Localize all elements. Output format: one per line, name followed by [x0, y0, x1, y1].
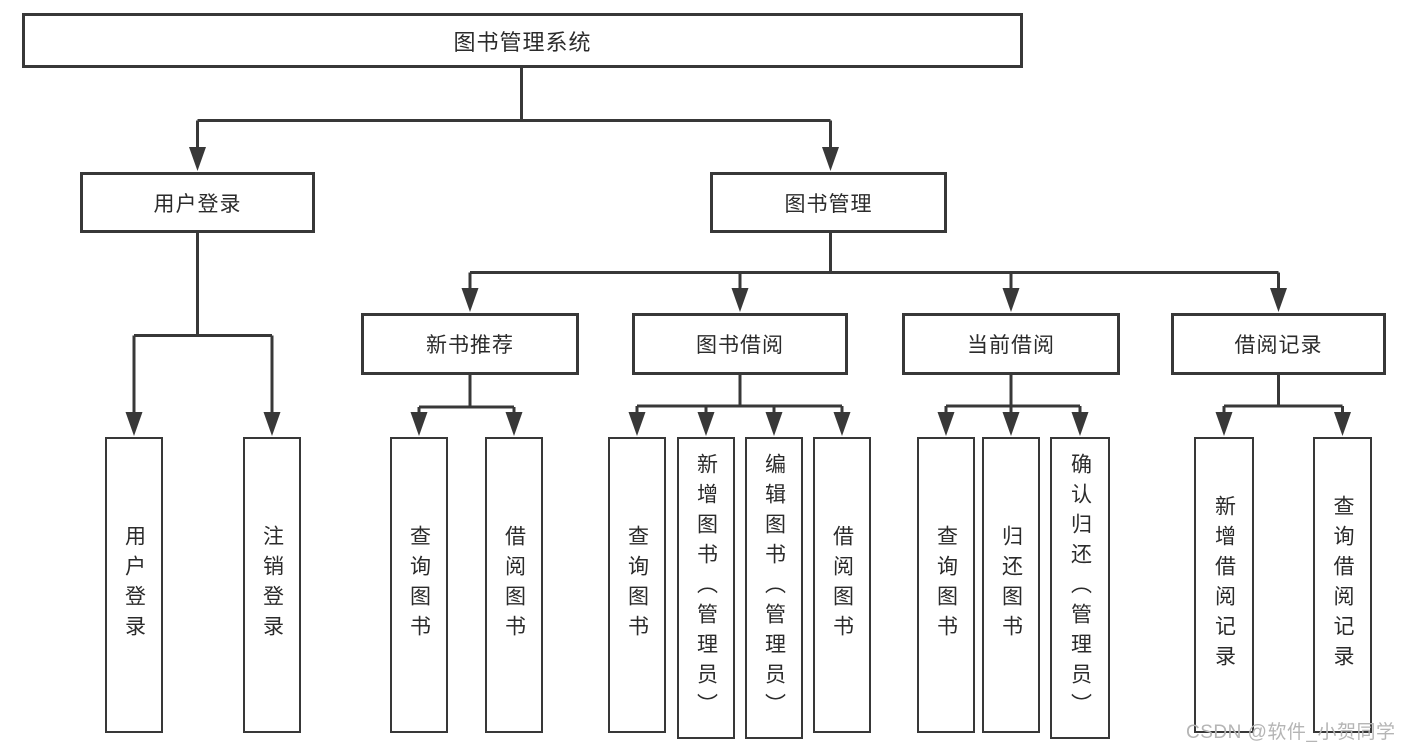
node-add-books-admin-label: 新增图书（管理员） — [694, 453, 718, 723]
connector-borrow-to-leaves — [635, 374, 844, 424]
node-borrowing-records: 借阅记录 — [1171, 313, 1386, 375]
node-book-management-label: 图书管理 — [784, 192, 873, 216]
node-borrow-books-leaf: 借阅图书 — [813, 437, 871, 733]
connector-newbook-to-leaves — [417, 374, 516, 424]
connector-record-to-leaves — [1222, 374, 1344, 424]
arrowhead — [937, 412, 955, 436]
node-confirm-return-admin: 确认归还（管理员） — [1050, 437, 1110, 739]
node-logout-leaf: 注销登录 — [243, 437, 301, 733]
arrowhead — [125, 412, 143, 436]
connector-current-to-leaves — [944, 374, 1082, 424]
node-new-book-recommend: 新书推荐 — [361, 313, 579, 375]
node-user-login-leaf-label: 用户登录 — [122, 525, 146, 645]
node-borrow-books-recommend-label: 借阅图书 — [502, 525, 526, 645]
node-query-books-current-label: 查询图书 — [934, 525, 958, 645]
arrowhead — [505, 412, 523, 436]
arrowhead — [822, 147, 839, 171]
node-query-books-current: 查询图书 — [917, 437, 975, 733]
arrowhead — [731, 288, 749, 312]
node-book-management: 图书管理 — [710, 172, 947, 233]
connector-manage-to-level2 — [468, 232, 1280, 300]
node-add-books-admin: 新增图书（管理员） — [677, 437, 735, 739]
node-root-label: 图书管理系统 — [453, 29, 592, 55]
arrowhead — [1002, 412, 1020, 436]
arrowhead — [189, 147, 206, 171]
node-return-books-label: 归还图书 — [999, 525, 1023, 645]
node-edit-books-admin: 编辑图书（管理员） — [745, 437, 803, 739]
arrowhead — [410, 412, 428, 436]
node-user-login-leaf: 用户登录 — [105, 437, 163, 733]
arrowhead — [263, 412, 281, 436]
node-book-borrowing: 图书借阅 — [632, 313, 848, 375]
node-user-login: 用户登录 — [80, 172, 315, 233]
node-query-borrow-record: 查询借阅记录 — [1313, 437, 1372, 733]
arrowhead — [1215, 412, 1233, 436]
node-borrow-books-recommend: 借阅图书 — [485, 437, 543, 733]
node-add-borrow-record: 新增借阅记录 — [1194, 437, 1254, 733]
node-query-books-borrowing: 查询图书 — [608, 437, 666, 733]
arrowhead — [461, 288, 479, 312]
connector-root-to-level1 — [196, 67, 832, 159]
node-logout-leaf-label: 注销登录 — [260, 525, 284, 645]
node-borrowing-records-label: 借阅记录 — [1234, 334, 1323, 357]
node-current-borrowing-label: 当前借阅 — [967, 334, 1055, 357]
arrowhead — [1270, 288, 1287, 312]
node-user-login-label: 用户登录 — [153, 192, 242, 216]
arrowhead — [1334, 412, 1351, 436]
arrowhead — [765, 412, 783, 436]
node-root: 图书管理系统 — [22, 13, 1023, 68]
node-query-books-recommend-label: 查询图书 — [407, 525, 431, 645]
node-new-book-recommend-label: 新书推荐 — [426, 334, 514, 357]
arrowhead — [1002, 288, 1020, 312]
arrowhead — [628, 412, 646, 436]
node-borrow-books-leaf-label: 借阅图书 — [830, 525, 854, 645]
node-current-borrowing: 当前借阅 — [902, 313, 1120, 375]
node-query-books-borrowing-label: 查询图书 — [625, 525, 649, 645]
csdn-watermark: CSDN @软件_小贺同学 — [1186, 722, 1396, 743]
arrowhead — [833, 412, 851, 436]
connector-login-to-leaves — [132, 232, 274, 424]
node-query-borrow-record-label: 查询借阅记录 — [1331, 495, 1354, 675]
node-book-borrowing-label: 图书借阅 — [696, 334, 784, 357]
node-edit-books-admin-label: 编辑图书（管理员） — [762, 453, 786, 723]
node-query-books-recommend: 查询图书 — [390, 437, 448, 733]
node-add-borrow-record-label: 新增借阅记录 — [1212, 495, 1236, 675]
arrowhead — [697, 412, 715, 436]
arrowhead — [1071, 412, 1089, 436]
node-return-books: 归还图书 — [982, 437, 1040, 733]
node-confirm-return-admin-label: 确认归还（管理员） — [1068, 453, 1092, 723]
